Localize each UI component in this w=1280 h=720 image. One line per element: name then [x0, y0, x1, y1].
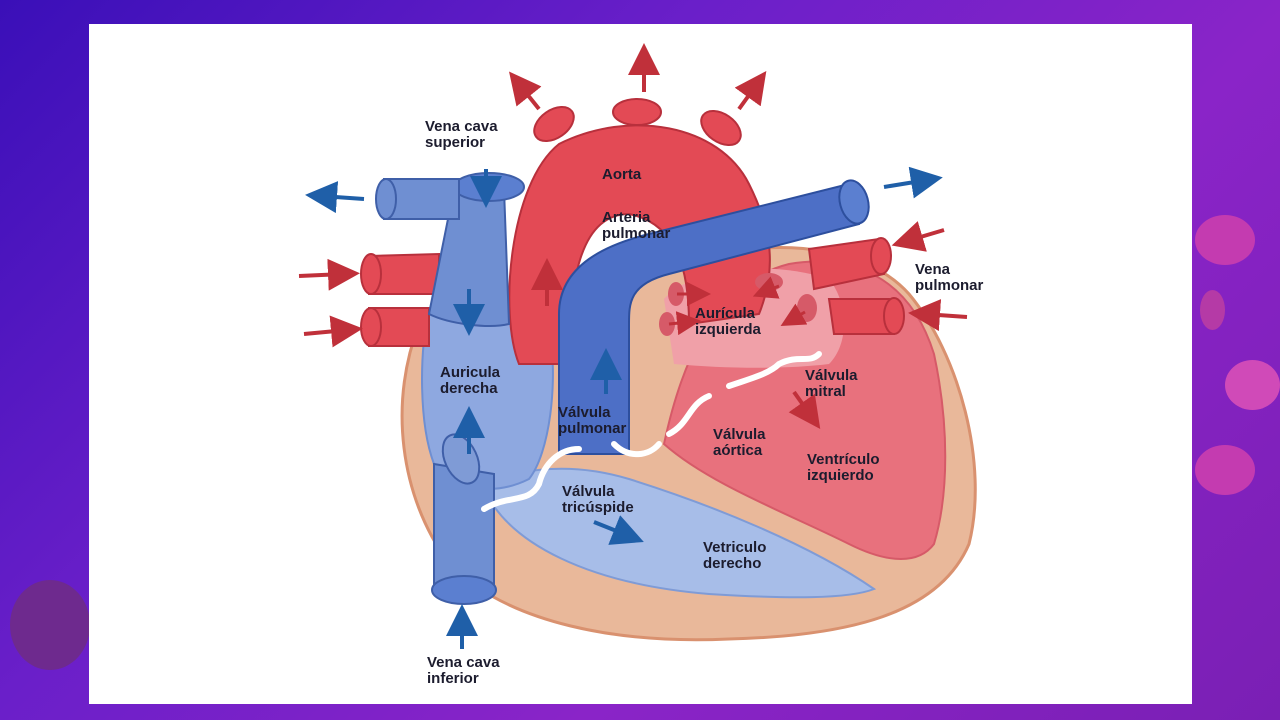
label-auricula-derecha: Auricula derecha — [440, 364, 504, 397]
inflow-cone — [755, 273, 783, 291]
aorta-branch — [612, 98, 662, 126]
red-arrow — [668, 311, 701, 336]
red-arrow — [780, 303, 808, 326]
blue-arrow — [883, 166, 943, 199]
heart-diagram: Vena cava superior Aorta Arteria pulmona… — [298, 43, 983, 687]
label-vena-pulmonar: Vena pulmonar — [915, 261, 983, 294]
blue-arrow — [593, 515, 644, 545]
pulmonary-vein — [883, 297, 905, 335]
background-blob — [1200, 290, 1225, 330]
label-arteria-pulmonar: Arteria pulmonar — [602, 209, 670, 242]
red-arrow — [908, 299, 968, 332]
pulmonary-vein — [360, 253, 382, 295]
vena-cava-superior-opening — [453, 172, 525, 202]
vena-cava-inferior-opening — [431, 575, 497, 605]
background-blob — [10, 580, 90, 670]
inflow-cone — [659, 312, 675, 336]
background-blob — [1195, 215, 1255, 265]
label-valvula-mitral: Válvula mitral — [805, 367, 862, 400]
inflow-cone — [668, 282, 684, 306]
label-aorta: Aorta — [602, 166, 642, 183]
red-arrow — [298, 258, 360, 291]
red-arrow — [752, 276, 780, 299]
label-ventriculo-izquierdo: Ventrículo izquierdo — [807, 451, 884, 484]
vena-cava-branch — [375, 178, 397, 220]
red-arrow — [303, 315, 363, 348]
red-arrow — [891, 221, 945, 252]
red-arrow — [734, 71, 767, 111]
label-ventriculo-derecho: Vetriculo derecho — [703, 539, 771, 572]
label-auricula-izquierda: Aurícula izquierda — [695, 305, 762, 338]
pulmonary-vein — [360, 307, 382, 347]
inflow-cone — [797, 294, 817, 322]
background-blob — [1225, 360, 1280, 410]
valvula-tricuspide-line — [481, 446, 582, 512]
aorta-branch — [700, 109, 742, 147]
arteria-pulmonar-opening — [838, 179, 870, 225]
valvula-mitral-line — [726, 351, 822, 389]
pulmonary-vein — [870, 237, 892, 275]
label-valvula-tricuspide: Válvula tricúspide — [562, 483, 634, 516]
valvula-pulmonar-line — [611, 441, 662, 458]
red-arrow — [788, 390, 821, 430]
right-ventricle — [482, 467, 877, 599]
aorta-branch — [533, 105, 575, 143]
slide-panel: Vena cava superior Aorta Arteria pulmona… — [89, 24, 1192, 704]
label-vena-cava-superior: Vena cava superior — [425, 118, 502, 151]
background-blob — [1195, 445, 1255, 495]
label-vena-cava-inferior: Vena cava inferior — [427, 654, 504, 687]
valvula-aortica-line — [666, 393, 712, 437]
red-arrow — [509, 71, 542, 111]
label-valvula-pulmonar: Válvula pulmonar — [558, 404, 626, 437]
label-valvula-aortica: Válvula aórtica — [713, 426, 770, 459]
arteria-pulmonar — [558, 182, 861, 455]
blue-arrow — [305, 181, 365, 214]
